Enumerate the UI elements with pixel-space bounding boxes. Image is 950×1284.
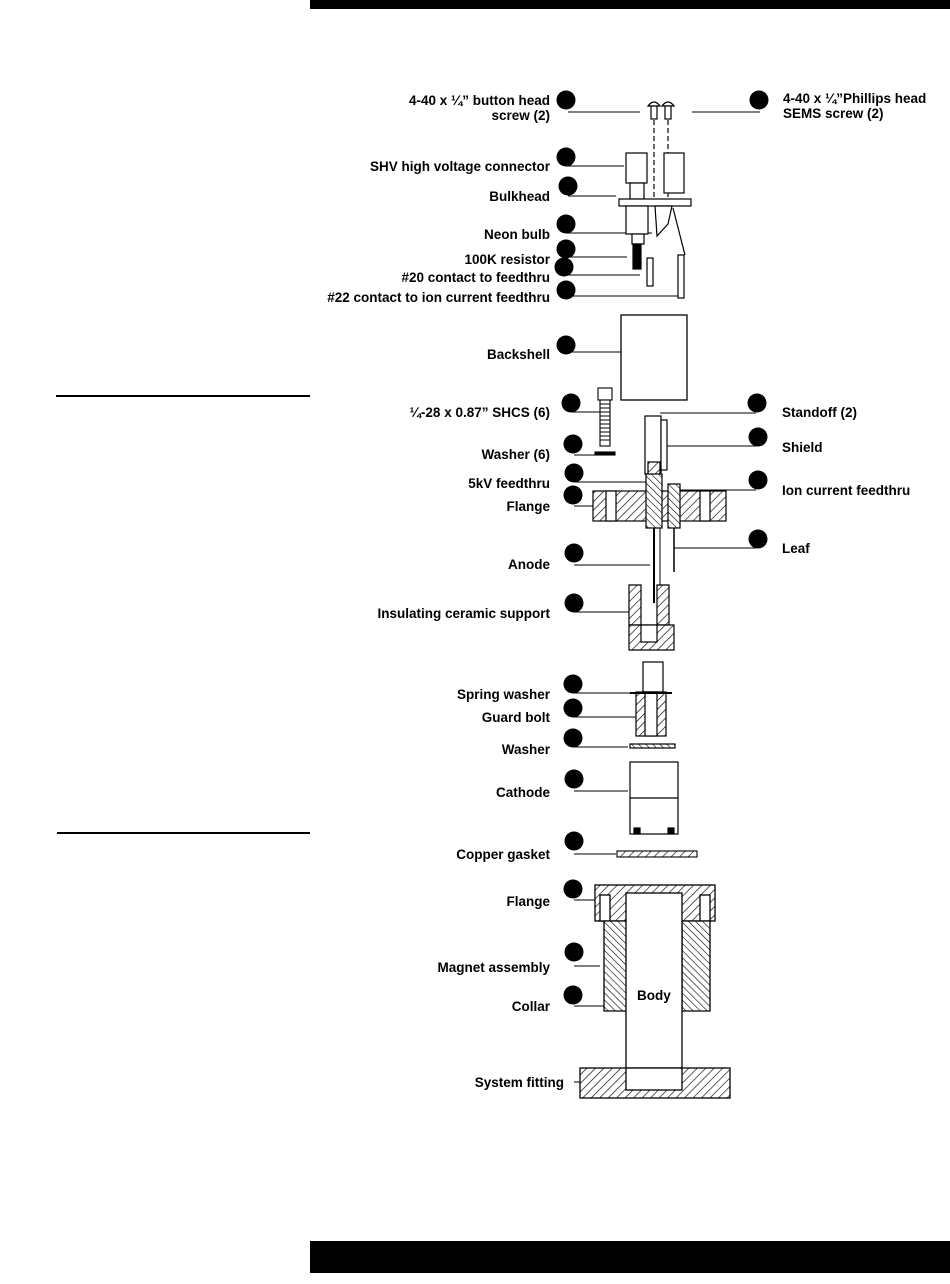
label-shcs: ¼-28 x 0.87” SHCS (6) <box>409 405 550 420</box>
label-magnet-assembly: Magnet assembly <box>437 960 550 975</box>
button-head-screw-line2: screw (2) <box>491 108 550 123</box>
label-standoff: Standoff (2) <box>782 405 857 420</box>
label-backshell: Backshell <box>486 347 550 362</box>
guard-bolt-drawing <box>629 661 676 749</box>
cathode-drawing <box>629 761 679 835</box>
label-neon-bulb: Neon bulb <box>484 227 550 242</box>
body-assembly-drawing <box>579 884 731 1099</box>
bottom-rule-bar <box>310 1241 950 1273</box>
phillips-screw-line1: 4-40 x ¼”Phillips head <box>783 91 927 106</box>
label-copper-gasket: Copper gasket <box>456 847 550 862</box>
label-flange-upper: Flange <box>506 499 550 514</box>
label-shield: Shield <box>782 440 823 455</box>
label-anode: Anode <box>508 557 550 572</box>
label-contact-22: #22 contact to ion current feedthru <box>327 290 550 305</box>
label-5kv-feedthru: 5kV feedthru <box>468 476 550 491</box>
label-shv-connector: SHV high voltage connector <box>369 159 550 174</box>
flange-feedthru-drawing <box>592 415 727 603</box>
phillips-screw-line2: SEMS screw (2) <box>783 106 884 121</box>
ceramic-support-drawing <box>628 584 675 651</box>
label-phillips-screw: 4-40 x ¼”Phillips head SEMS screw (2) <box>783 91 926 121</box>
button-head-screw-line1: 4-40 x ¼” button head <box>408 93 550 108</box>
label-ceramic-support: Insulating ceramic support <box>377 606 550 621</box>
copper-gasket-drawing <box>616 850 698 858</box>
callout-markers <box>554 90 769 1005</box>
margin-rule-lower <box>57 832 310 834</box>
shv-connector-drawing <box>618 152 692 299</box>
label-ion-current-feedthru: Ion current feedthru <box>782 483 911 498</box>
label-spring-washer: Spring washer <box>456 687 550 702</box>
top-rule-bar <box>310 0 950 9</box>
leader-lines <box>566 111 760 1083</box>
label-body: Body <box>637 988 671 1003</box>
label-resistor: 100K resistor <box>464 252 550 267</box>
backshell-drawing <box>620 314 688 401</box>
label-washer-6: Washer (6) <box>481 447 550 462</box>
label-washer: Washer <box>501 742 550 757</box>
label-contact-20: #20 contact to feedthru <box>401 270 550 285</box>
label-collar: Collar <box>511 999 550 1014</box>
label-button-head-screw: 4-40 x ¼” button head screw (2) <box>409 93 550 123</box>
margin-rule-upper <box>56 395 310 397</box>
label-flange-lower: Flange <box>506 894 550 909</box>
label-cathode: Cathode <box>496 785 550 800</box>
label-guard-bolt: Guard bolt <box>481 710 550 725</box>
shcs-drawing <box>594 387 616 456</box>
label-leaf: Leaf <box>782 541 810 556</box>
label-system-fitting: System fitting <box>474 1075 564 1090</box>
label-bulkhead: Bulkhead <box>489 189 550 204</box>
